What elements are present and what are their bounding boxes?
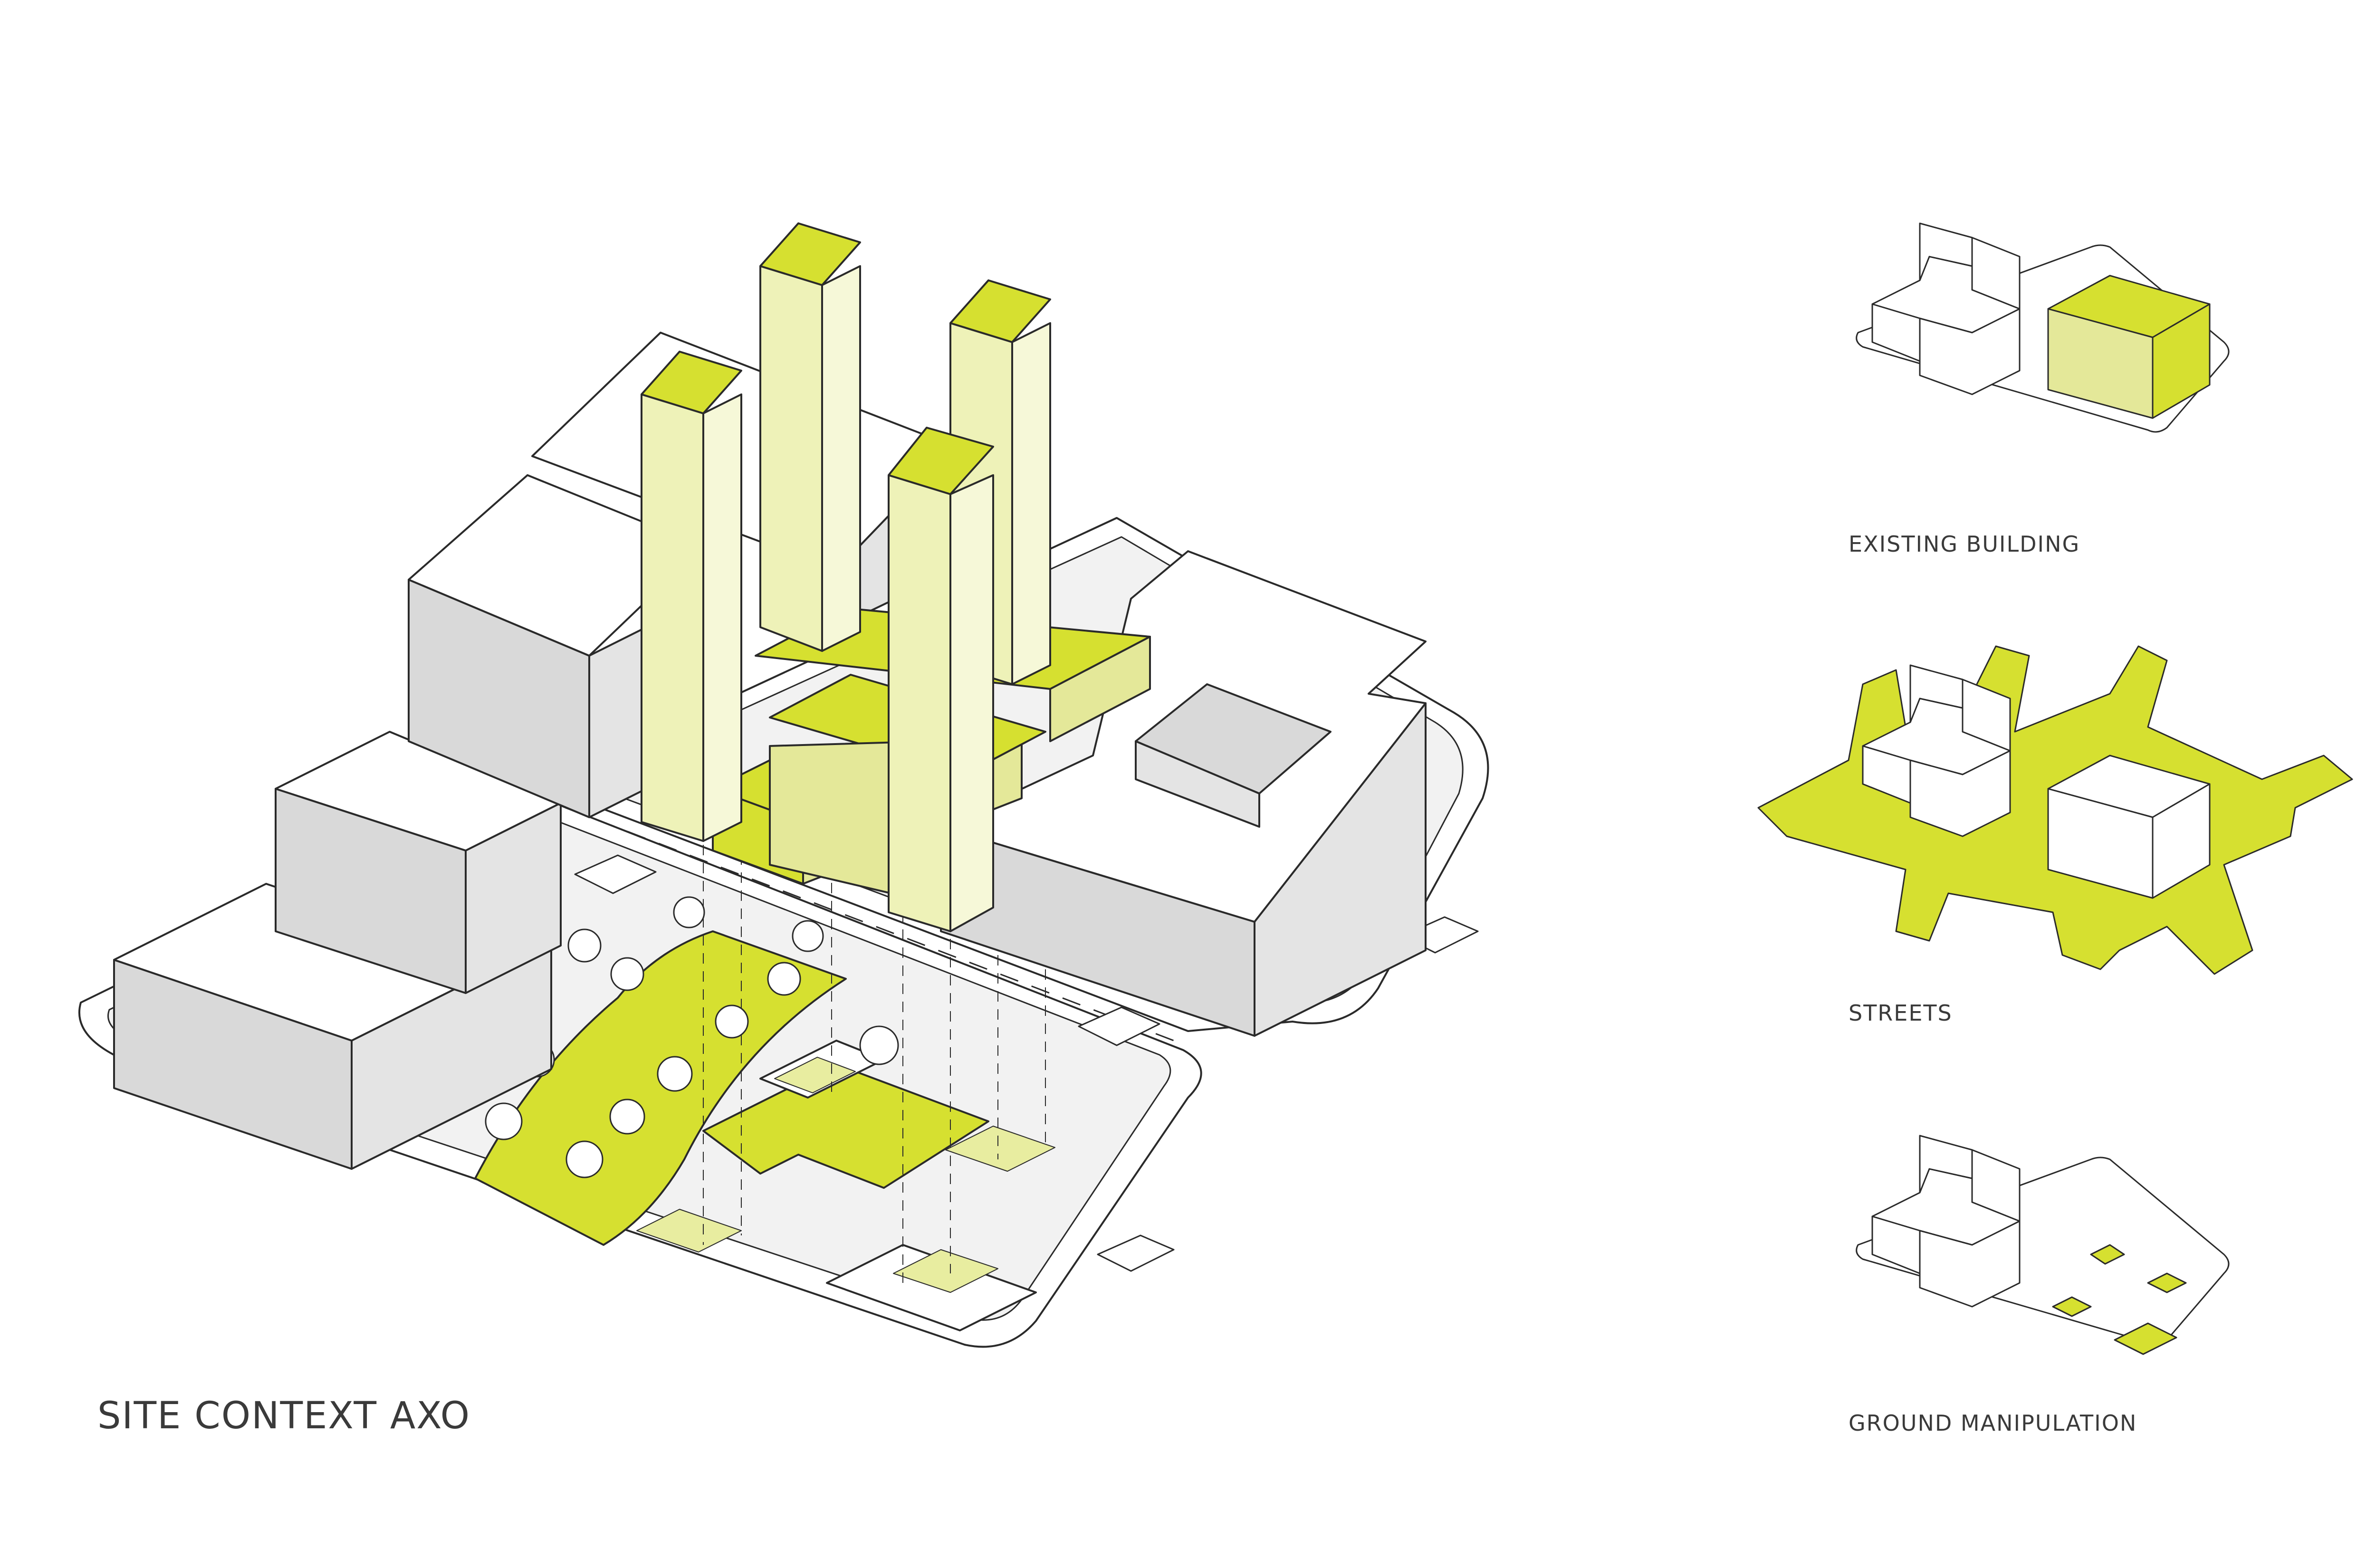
tree-1 [486,1103,522,1139]
tree-4 [610,1100,644,1134]
tower-1 [642,352,741,841]
tree-11 [793,921,823,951]
panel3-old-building [1872,1136,2020,1307]
tree-7 [768,963,800,995]
tower-2 [760,223,860,651]
panel-existing-building-label: EXISTING BUILDING [1849,531,2080,557]
panel-existing-building [1857,223,2229,432]
car-3 [1098,1235,1174,1271]
main-title: SITE CONTEXT AXO [97,1395,470,1437]
tree-9 [611,958,643,990]
panel1-old-building [1872,223,2020,394]
tree-3 [566,1141,603,1177]
tree-5 [658,1057,692,1091]
main-axo [79,223,1488,1347]
tree-10 [674,897,704,927]
tree-8 [568,929,601,962]
panel1-highlight-building [2048,276,2210,418]
streets-new-building [2048,755,2210,898]
panel-streets-label: STREETS [1849,1000,1953,1026]
tree-6 [716,1005,748,1038]
panel-streets [1758,646,2352,974]
panel-ground-manipulation [1857,1136,2229,1354]
tree-12 [860,1026,898,1064]
panel-ground-manipulation-label: GROUND MANIPULATION [1849,1410,2137,1436]
